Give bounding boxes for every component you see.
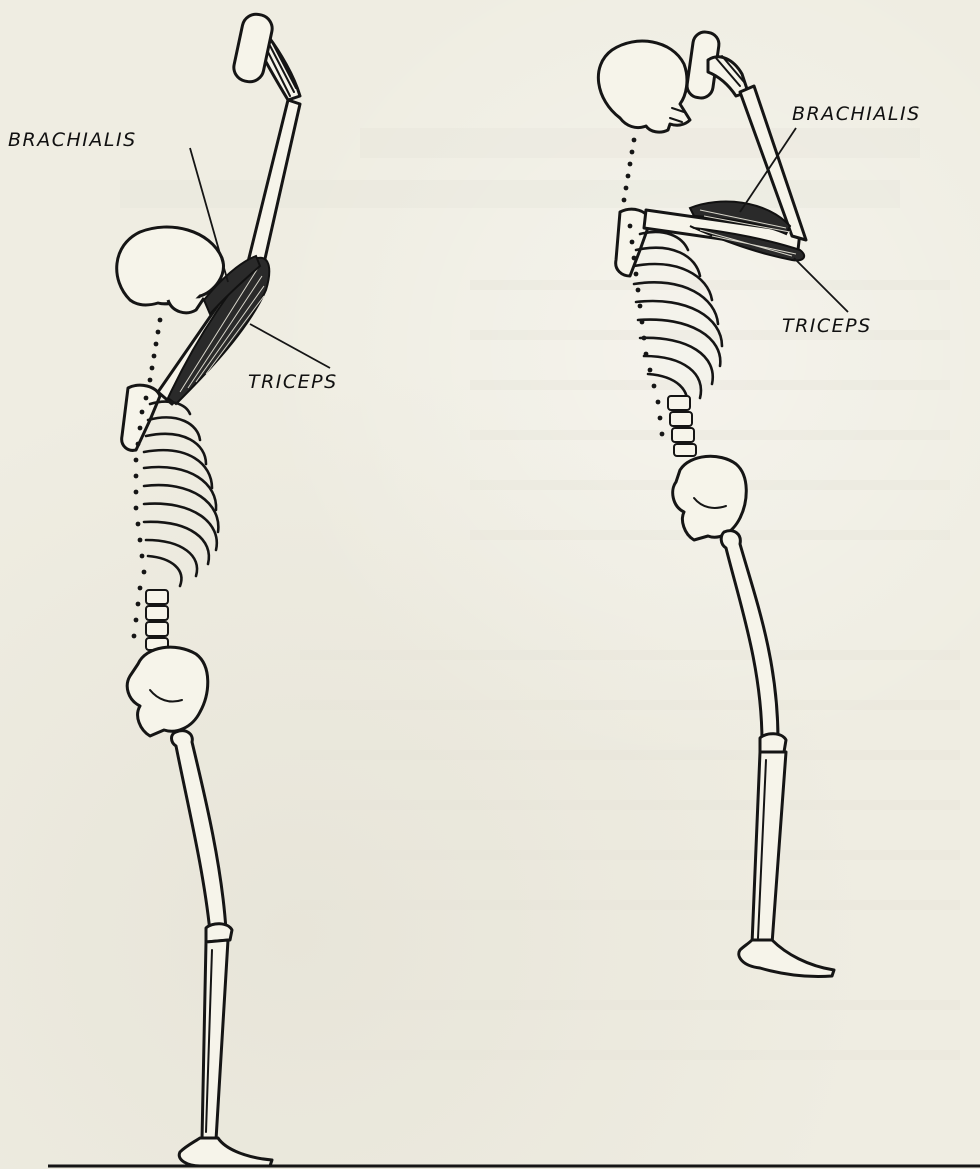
left-jaw [168,298,204,313]
left-cervical-spine [148,318,163,383]
right-brachialis-label: BRACHIALIS [792,103,921,125]
right-pelvis [673,456,747,540]
right-skeleton [598,31,834,977]
left-ribcage [144,402,218,586]
right-femur [721,531,778,742]
left-skull [117,227,224,305]
left-brachialis-label: BRACHIALIS [8,129,137,151]
left-femur [172,731,227,932]
right-tibia [752,752,786,944]
left-foot [179,1138,272,1166]
left-pelvis [127,647,208,736]
left-held-object [231,12,274,85]
right-foot [739,940,834,977]
right-knee [760,734,786,752]
left-triceps-label: TRICEPS [248,371,338,393]
right-triceps-label: TRICEPS [782,315,872,337]
right-skull [598,41,690,132]
left-triceps-leader [250,324,330,368]
